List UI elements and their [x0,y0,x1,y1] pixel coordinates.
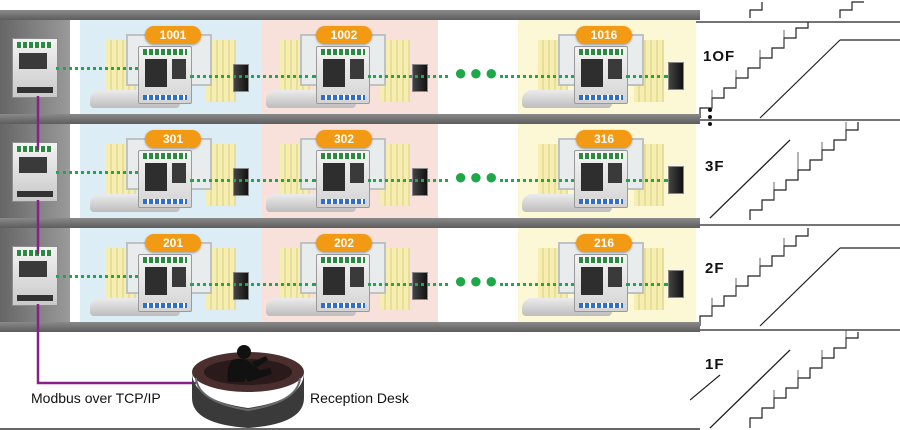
reception-desk-icon [192,345,304,428]
stairwell [690,1,900,429]
floor-label-10: 1OF [703,48,736,65]
slab-3f [0,218,700,228]
speaker-icon [668,166,684,194]
link-10f-b [190,75,316,78]
ground-line [0,428,700,430]
speaker-icon [412,64,428,92]
link-3f-e [626,179,668,182]
floor-label-2: 2F [705,260,725,277]
room-badge-216: 216 [576,234,632,252]
gateway-device-3f [12,142,58,202]
room-badge-301: 301 [145,130,201,148]
roof-slab [0,10,700,20]
reception-desk-label: Reception Desk [310,390,409,406]
speaker-icon [412,272,428,300]
link-10f-d [500,75,574,78]
link-3f-a [56,171,138,174]
link-2f-c [368,283,448,286]
gateway-device-10f [12,38,58,98]
link-2f-e [626,283,668,286]
room-controller-316 [574,150,628,208]
room-badge-201: 201 [145,234,201,252]
continuation-dots-3f: ●●● [454,164,500,189]
link-2f-d [500,283,574,286]
room-controller-301 [138,150,192,208]
room-badge-1001: 1001 [145,26,201,44]
speaker-icon [233,272,249,300]
room-badge-316: 316 [576,130,632,148]
speaker-icon [233,168,249,196]
link-3f-c [368,179,448,182]
speaker-icon [668,270,684,298]
room-badge-202: 202 [316,234,372,252]
room-controller-302 [316,150,370,208]
link-3f-b [190,179,316,182]
gateway-device-2f [12,246,58,306]
room-controller-1016 [574,46,628,104]
room-controller-1002 [316,46,370,104]
continuation-dots-2f: ●●● [454,268,500,293]
room-badge-302: 302 [316,130,372,148]
room-badge-1016: 1016 [576,26,632,44]
room-controller-202 [316,254,370,312]
room-controller-201 [138,254,192,312]
slab-2f [0,322,700,332]
room-controller-1001 [138,46,192,104]
floor-label-1: 1F [705,356,725,373]
link-10f-e [626,75,668,78]
speaker-icon [233,64,249,92]
link-10f-c [368,75,448,78]
network-label: Modbus over TCP/IP [31,390,161,406]
slab-10f [0,114,700,124]
floor-label-3: 3F [705,158,725,175]
room-badge-1002: 1002 [316,26,372,44]
link-2f-a [56,275,138,278]
link-2f-b [190,283,316,286]
speaker-icon [412,168,428,196]
room-controller-216 [574,254,628,312]
continuation-dots-10f: ●●● [454,60,500,85]
ellipsis-dots-vertical [708,108,712,129]
link-3f-d [500,179,574,182]
speaker-icon [668,62,684,90]
link-10f-a [56,67,138,70]
